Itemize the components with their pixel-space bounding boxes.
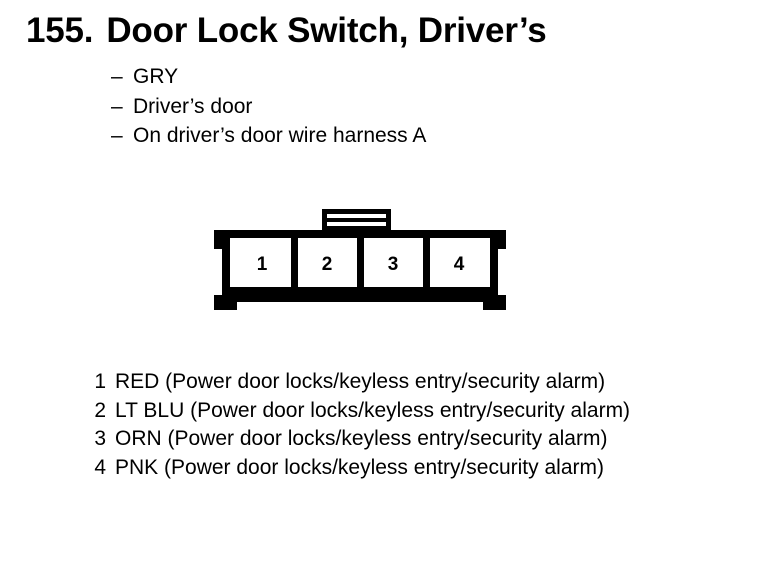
- list-item-label: On driver’s door wire harness A: [133, 124, 427, 147]
- pin-number-3: 3: [388, 254, 399, 275]
- list-item-label: GRY: [133, 65, 179, 88]
- pin-number: 1: [94, 370, 106, 393]
- list-item: 2 LT BLU (Power door locks/keyless entry/…: [84, 397, 630, 426]
- pin-description: LT BLU (Power door locks/keyless entry/s…: [115, 398, 631, 422]
- dash-icon: –: [111, 65, 123, 88]
- list-item: 3 ORN (Power door locks/keyless entry/sec…: [84, 425, 630, 454]
- pin-dividers: [291, 238, 430, 287]
- page-title-text: Door Lock Switch, Driver’s: [106, 11, 547, 50]
- dash-icon: –: [111, 94, 123, 118]
- pin-legend-list: 1 RED (Power door locks/keyless entry/sec…: [84, 368, 630, 482]
- pin-description: RED (Power door locks/keyless entry/secu…: [115, 370, 606, 393]
- list-item: –On driver’s door wire harness A: [111, 121, 426, 151]
- pin-number: 2: [94, 398, 106, 422]
- page-title-number: 155.: [26, 11, 94, 50]
- list-item-label: Driver’s door: [133, 94, 253, 118]
- connector-housing-walls: [214, 230, 506, 310]
- connector-description-list: –GRY –Driver’s door –On driver’s door wi…: [111, 62, 426, 151]
- list-item: 1 RED (Power door locks/keyless entry/sec…: [84, 368, 630, 397]
- pin-number-1: 1: [257, 254, 268, 275]
- pin-number: 3: [94, 427, 106, 450]
- pin-number-4: 4: [454, 254, 465, 275]
- pin-description: ORN (Power door locks/keyless entry/secu…: [115, 427, 608, 450]
- list-item: –GRY: [111, 62, 426, 92]
- dash-icon: –: [111, 124, 123, 147]
- pin-number-2: 2: [322, 254, 333, 275]
- latch-tab-icon: [322, 209, 391, 231]
- pin-description: PNK (Power door locks/keyless entry/secu…: [115, 455, 604, 479]
- list-item: 4 PNK (Power door locks/keyless entry/sec…: [84, 454, 630, 483]
- connector-diagram: 1 2 3 4: [195, 200, 525, 320]
- list-item: –Driver’s door: [111, 92, 426, 122]
- pin-number: 4: [94, 455, 106, 479]
- page-title: 155. Door Lock Switch, Driver’s: [26, 11, 547, 51]
